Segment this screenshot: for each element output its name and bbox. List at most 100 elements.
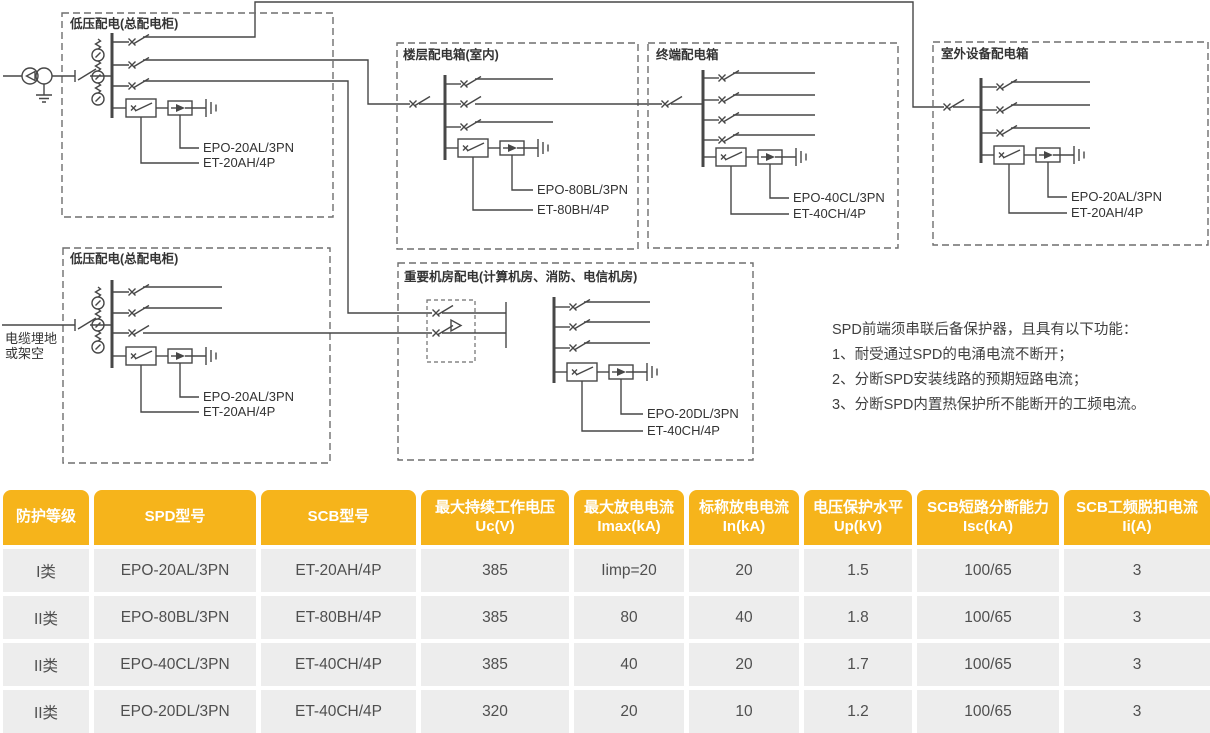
- ats-section: [426, 299, 476, 363]
- col-header-protection-level: 防护等级: [3, 490, 89, 545]
- switch-icon: [408, 95, 431, 109]
- table-row: II类 EPO-80BL/3PN ET-80BH/4P 385 80 40 1.…: [3, 596, 1210, 639]
- box-room-spd-label: EPO-20DL/3PN: [647, 406, 739, 421]
- box-floor-spd-label: EPO-80BL/3PN: [537, 182, 628, 197]
- switch-icon: [717, 69, 740, 83]
- table-cell: 40: [574, 643, 684, 686]
- table-cell: 100/65: [917, 596, 1059, 639]
- table-cell: II类: [3, 596, 89, 639]
- spd-unit-icon: [715, 147, 807, 167]
- switch-icon: [431, 304, 454, 318]
- switch-icon: [995, 101, 1018, 115]
- box-floor: 楼层配电箱(室内) EPO-80BL/3PN ET-80BH/4P: [396, 42, 662, 250]
- switch-icon: [942, 98, 965, 112]
- switch-icon: [127, 77, 150, 91]
- spd-unit-icon: [993, 145, 1085, 165]
- switch-icon: [568, 298, 591, 312]
- arrester-chain-icon: [91, 286, 105, 354]
- switch-icon: [127, 33, 150, 47]
- route-main-to-outdoor: [143, 1, 944, 108]
- spd-note: SPD前端须串联后备保护器，且具有以下功能： 1、耐受通过SPD的电涌电流不断开…: [832, 321, 1145, 413]
- switch-icon: [127, 283, 150, 297]
- spec-table-header-row: 防护等级 SPD型号 SCB型号 最大持续工作电压 Uc(V) 最大放电电流 I…: [3, 490, 1210, 545]
- table-cell: 40: [689, 596, 799, 639]
- table-cell: 20: [574, 690, 684, 733]
- table-cell: 20: [689, 643, 799, 686]
- route-main-to-room: [143, 80, 432, 314]
- feeder-routes: [143, 1, 944, 314]
- table-cell: 1.7: [804, 643, 912, 686]
- box-main2-scb-label: ET-20AH/4P: [203, 404, 275, 419]
- col-header-isc: SCB短路分断能力 Isc(kA): [917, 490, 1059, 545]
- box-floor-title: 楼层配电箱(室内): [403, 47, 499, 62]
- ats-icon: [450, 318, 463, 333]
- table-cell: 100/65: [917, 690, 1059, 733]
- box-main1: 低压配电(总配电柜) EPO-20AL/3PN ET-20AH/4P: [3, 12, 334, 218]
- table-cell: I类: [3, 549, 89, 592]
- transformer-icon: [21, 67, 39, 85]
- box-floor-scb-label: ET-80BH/4P: [537, 202, 609, 217]
- spd-unit-icon: [125, 346, 217, 366]
- table-cell: 3: [1064, 643, 1210, 686]
- box-terminal-spd-label: EPO-40CL/3PN: [793, 190, 885, 205]
- box-outdoor: 室外设备配电箱 EPO-20AL/3PN ET-20AH/4P: [932, 41, 1209, 246]
- table-cell: 1.2: [804, 690, 912, 733]
- spd-unit-icon: [125, 98, 217, 118]
- switch-icon: [717, 131, 740, 145]
- table-cell: Iimp=20: [574, 549, 684, 592]
- table-cell: 80: [574, 596, 684, 639]
- table-cell: 320: [421, 690, 569, 733]
- col-header-uc: 最大持续工作电压 Uc(V): [421, 490, 569, 545]
- switch-icon: [717, 111, 740, 125]
- col-header-imax: 最大放电电流 Imax(kA): [574, 490, 684, 545]
- table-cell: 1.5: [804, 549, 912, 592]
- box-main1-spd-label: EPO-20AL/3PN: [203, 140, 294, 155]
- switch-icon: [995, 124, 1018, 138]
- table-cell: EPO-20AL/3PN: [94, 549, 256, 592]
- table-cell: 3: [1064, 549, 1210, 592]
- table-cell: II类: [3, 690, 89, 733]
- box-main2-spd-label: EPO-20AL/3PN: [203, 389, 294, 404]
- col-header-ii: SCB工频脱扣电流 Ii(A): [1064, 490, 1210, 545]
- col-header-up: 电压保护水平 Up(kV): [804, 490, 912, 545]
- box-room-title: 重要机房配电(计算机房、消防、电信机房): [404, 269, 637, 284]
- table-cell: ET-40CH/4P: [261, 690, 416, 733]
- spec-table: 防护等级 SPD型号 SCB型号 最大持续工作电压 Uc(V) 最大放电电流 I…: [0, 490, 1210, 733]
- switch-icon: [995, 78, 1018, 92]
- switch-icon: [431, 324, 454, 338]
- table-cell: 10: [689, 690, 799, 733]
- table-row: I类 EPO-20AL/3PN ET-20AH/4P 385 Iimp=20 2…: [3, 549, 1210, 592]
- note-line-2: 1、耐受通过SPD的电涌电流不断开；: [832, 346, 1073, 363]
- table-cell: 100/65: [917, 643, 1059, 686]
- table-cell: EPO-40CL/3PN: [94, 643, 256, 686]
- box-outdoor-scb-label: ET-20AH/4P: [1071, 205, 1143, 220]
- table-cell: 1.8: [804, 596, 912, 639]
- earth-icon: [35, 94, 53, 103]
- box-room: 重要机房配电(计算机房、消防、电信机房) EPO-20DL/3PN ET-40C…: [397, 262, 754, 461]
- box-terminal: 终端配电箱 EPO-40CL/3PN ET-40CH/4P: [647, 42, 899, 249]
- table-cell: ET-40CH/4P: [261, 643, 416, 686]
- table-cell: 20: [689, 549, 799, 592]
- wiring-diagram: 低压配电(总配电柜) EPO-20AL/3PN ET-20AH/4P: [2, 1, 1209, 464]
- table-cell: II类: [3, 643, 89, 686]
- table-cell: 3: [1064, 596, 1210, 639]
- switch-icon: [127, 56, 150, 70]
- table-cell: 385: [421, 596, 569, 639]
- box-terminal-scb-label: ET-40CH/4P: [793, 206, 866, 221]
- table-row: II类 EPO-20DL/3PN ET-40CH/4P 320 20 10 1.…: [3, 690, 1210, 733]
- table-cell: ET-80BH/4P: [261, 596, 416, 639]
- box-main1-scb-label: ET-20AH/4P: [203, 155, 275, 170]
- box-outdoor-spd-label: EPO-20AL/3PN: [1071, 189, 1162, 204]
- switch-icon: [127, 324, 150, 338]
- col-header-scb-model: SCB型号: [261, 490, 416, 545]
- cable-label-line2: 或架空: [5, 346, 44, 361]
- box-outdoor-title: 室外设备配电箱: [941, 46, 1029, 61]
- col-header-spd-model: SPD型号: [94, 490, 256, 545]
- switch-icon: [127, 304, 150, 318]
- table-cell: 3: [1064, 690, 1210, 733]
- box-main2: 低压配电(总配电柜) 电缆埋地 或架空 EPO-20AL/3PN ET-20AH…: [2, 247, 432, 464]
- cable-label-line1: 电缆埋地: [5, 331, 57, 346]
- table-cell: EPO-80BL/3PN: [94, 596, 256, 639]
- table-cell: 385: [421, 643, 569, 686]
